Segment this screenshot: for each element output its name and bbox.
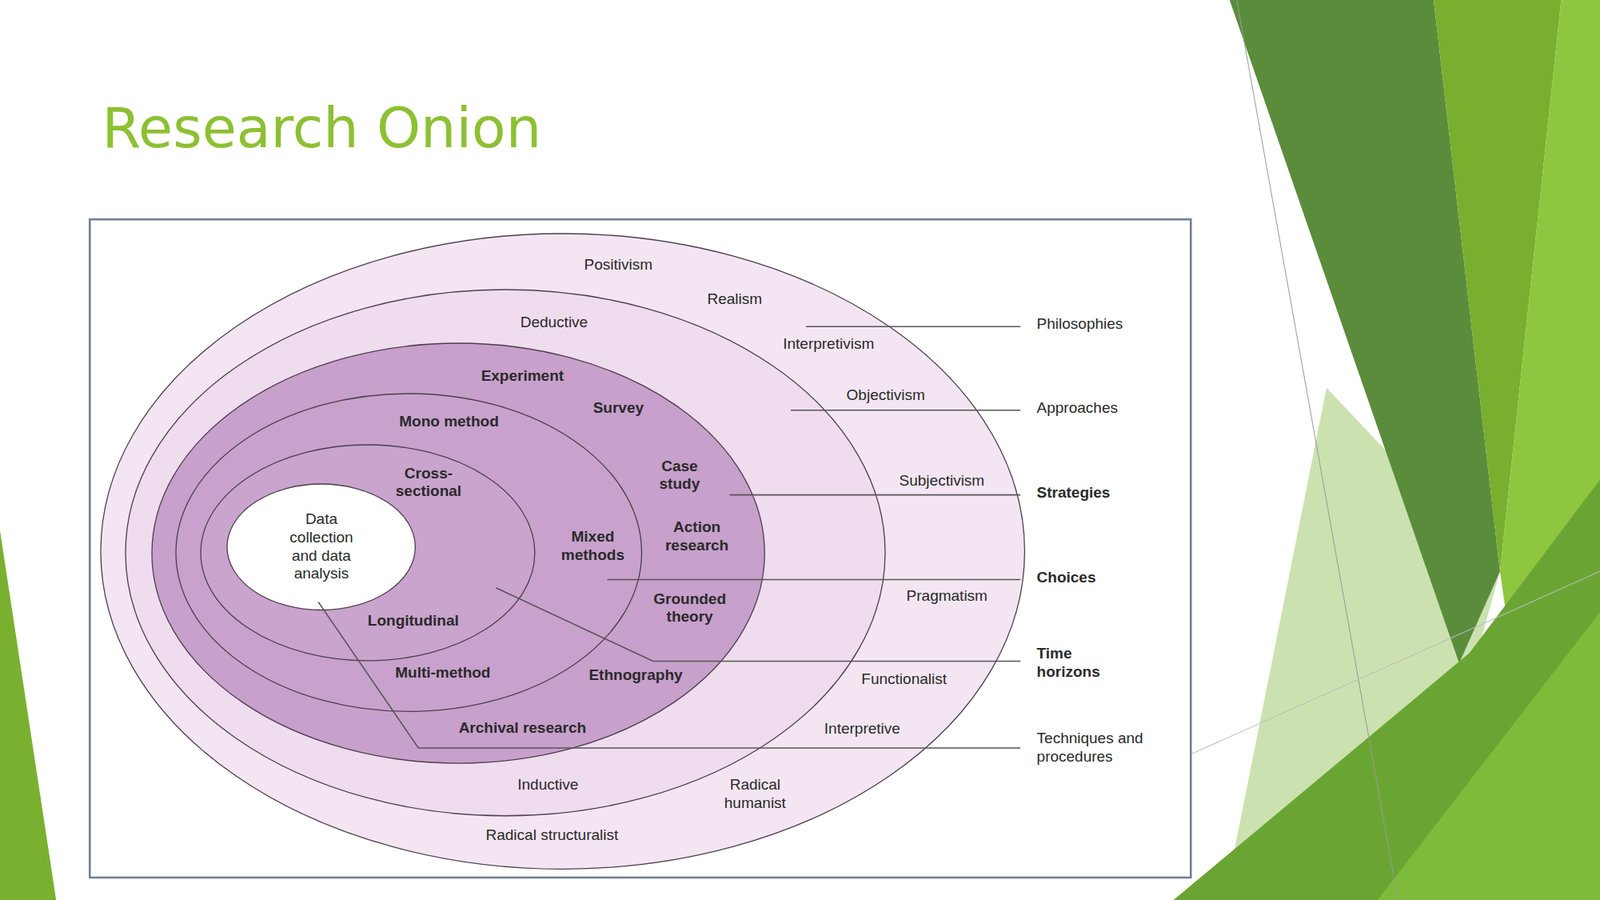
leader-line xyxy=(790,409,1021,411)
layer-ellipse xyxy=(100,233,1025,869)
layer-term: Ethnography xyxy=(588,665,683,684)
layer-term: Mixed methods xyxy=(556,527,629,565)
layer-term: Case study xyxy=(654,457,705,495)
thin-line xyxy=(1189,570,1600,755)
onion-layer: Cross-sectionalLongitudinal Data collecti… xyxy=(199,443,536,662)
layer-name: Philosophies xyxy=(1037,314,1124,333)
layer-term: Action research xyxy=(662,518,733,555)
layer-outline xyxy=(226,482,416,611)
layer-term: Experiment xyxy=(481,366,564,385)
layer-term: Objectivism xyxy=(846,385,926,404)
layer-term: Pragmatism xyxy=(906,586,988,606)
layer-term: Deductive xyxy=(520,313,589,332)
layer-term: Data collection and data analysis xyxy=(285,510,358,583)
layer-term: Cross-sectional xyxy=(390,464,467,502)
layer-term: Survey xyxy=(593,399,644,418)
layer-name: Approaches xyxy=(1037,399,1118,418)
layer-ellipse xyxy=(125,289,886,816)
layer-ellipse xyxy=(227,483,415,611)
layer-term: Grounded theory xyxy=(649,590,731,627)
core-ellipse: Data collection and data analysis xyxy=(226,482,416,611)
onion-layer: PositivismRealismInterpretivismObjectivi… xyxy=(99,232,1026,870)
layer-term: Longitudinal xyxy=(367,610,459,630)
layer-term: Archival research xyxy=(458,718,587,737)
layer-ellipse xyxy=(175,393,642,711)
layer-term: Multi-method xyxy=(395,663,491,683)
onion-layer: ExperimentSurveyCase studyAction researc… xyxy=(151,342,766,764)
layer-ellipse xyxy=(151,343,765,763)
layer-name: Time horizons xyxy=(1037,645,1118,683)
layer-term: Mono method xyxy=(399,412,499,431)
green-shape xyxy=(0,530,56,900)
layer-term: Realism xyxy=(707,289,763,308)
layer-term: Interpretive xyxy=(824,719,901,739)
onion-layer: DeductiveInductive ExperimentSurveyCase s… xyxy=(124,288,886,817)
layer-term: Inductive xyxy=(517,775,579,795)
layer-term: Functionalist xyxy=(861,669,947,688)
layer-term: Radical structuralist xyxy=(486,825,619,844)
leader-line xyxy=(606,578,1021,581)
layer-term: Positivism xyxy=(584,255,654,274)
leader-line xyxy=(318,602,1021,748)
layer-term: Subjectivism xyxy=(899,471,986,491)
leader-line xyxy=(495,587,1021,662)
leader-line xyxy=(805,325,1021,328)
onion-layer: Mono methodMixed methodsMulti-methodCros… xyxy=(175,392,643,712)
layer-name: Choices xyxy=(1037,568,1097,587)
layer-term: Interpretivism xyxy=(782,335,874,354)
image-frame xyxy=(89,219,1191,878)
thin-line xyxy=(1236,0,1399,900)
leader-line xyxy=(729,494,1021,496)
green-shape xyxy=(1377,611,1600,900)
layer-term: Radical humanist xyxy=(718,775,791,813)
slide-title: Research Onion xyxy=(102,96,542,159)
layer-name: Strategies xyxy=(1037,483,1111,503)
layer-name: Techniques and procedures xyxy=(1037,730,1158,767)
layer-ellipse xyxy=(200,444,535,661)
